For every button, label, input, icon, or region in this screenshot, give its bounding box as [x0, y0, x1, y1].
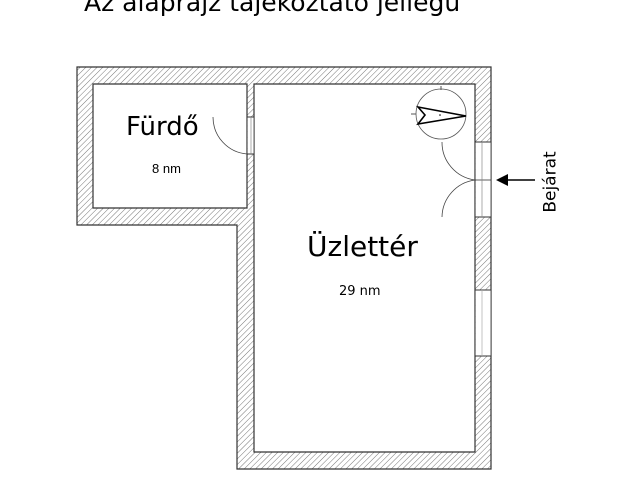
page-title: Az alaprajz tájékoztató jellegű [84, 0, 461, 17]
entrance-door-swing-bottom [441, 179, 476, 218]
window [475, 290, 491, 356]
entrance-opening [475, 142, 491, 217]
compass-icon [411, 86, 467, 140]
entrance-arrow-icon [496, 174, 535, 186]
bathroom-door-swing [212, 116, 248, 155]
room-area-shop: 29 nm [339, 284, 381, 299]
bathroom-door-opening [247, 117, 254, 154]
entrance-label: Bejárat [540, 151, 561, 213]
walls [76, 66, 492, 470]
room-area-bathroom: 8 nm [152, 161, 181, 176]
room-name-bathroom: Fürdő [126, 112, 199, 142]
entrance-door-swing-top [441, 141, 476, 181]
room-name-shop: Üzlettér [307, 230, 418, 263]
